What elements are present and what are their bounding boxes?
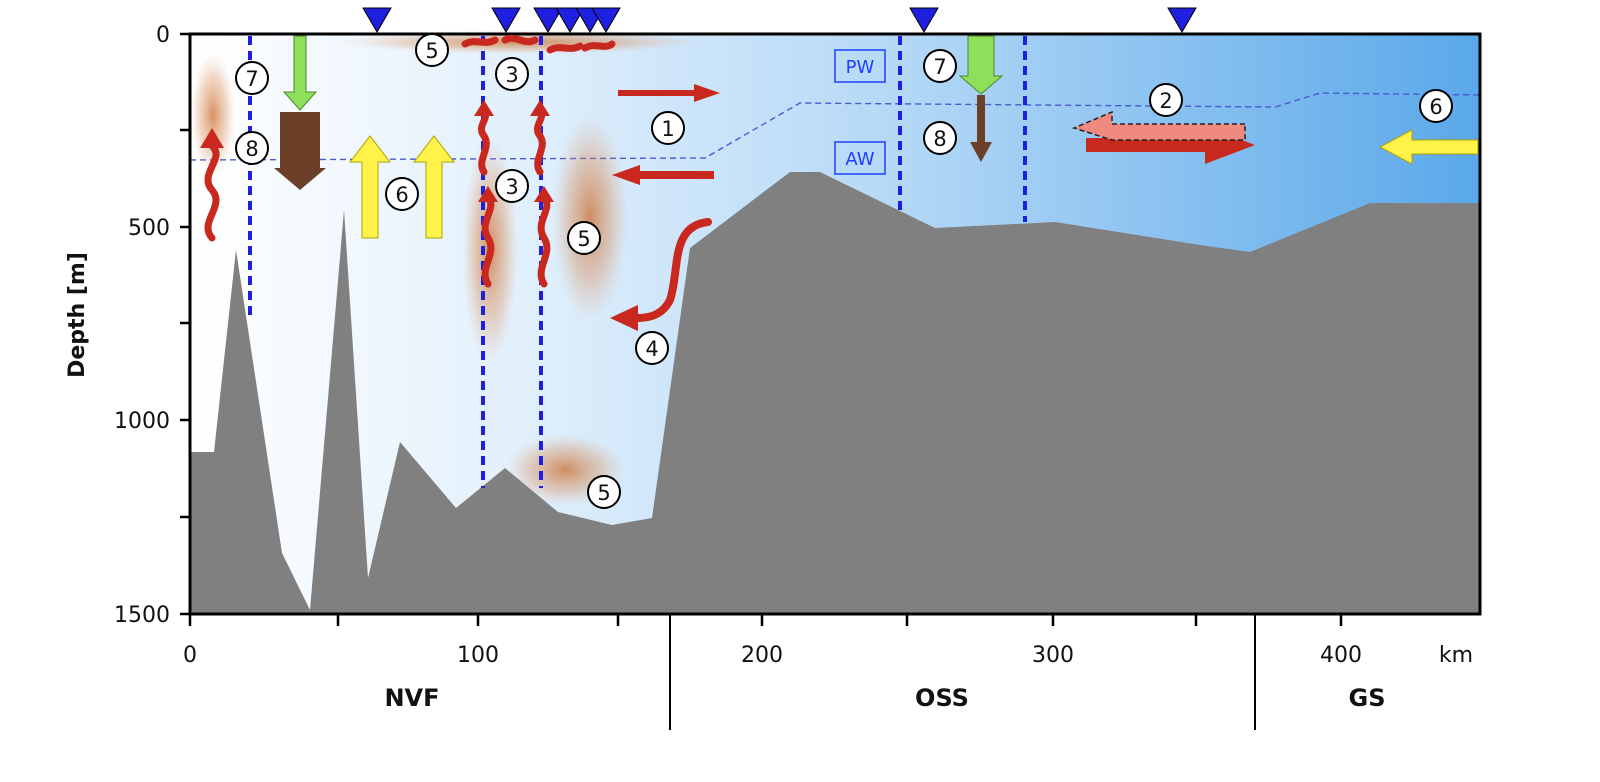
triangle-down-icon (909, 7, 939, 33)
x-axis-ticks (188, 614, 1343, 626)
brown-arrows (274, 95, 992, 190)
y-axis-title: Depth [m] (65, 252, 90, 378)
wavy-arrow-heads (200, 100, 554, 202)
x-axis-unit: km (1439, 643, 1473, 668)
region-label-gs: GS (1349, 684, 1386, 712)
pw-aw-interface (189, 92, 1481, 161)
marker-label: 6 (1429, 95, 1442, 119)
station-markers (362, 7, 1197, 33)
y-tick-label: 0 (156, 23, 170, 48)
triangle-down-icon (1167, 7, 1197, 33)
marker-label: 5 (577, 227, 590, 251)
triangle-down-icon (362, 7, 392, 33)
marker-label: 2 (1159, 89, 1172, 113)
wavy-arrows (204, 34, 616, 288)
arrow-left-icon (1378, 129, 1479, 165)
x-tick-label: 100 (457, 643, 499, 668)
arrow-down-icon (958, 35, 1004, 95)
marker-label: 6 (395, 183, 408, 207)
arrow-right-icon (618, 84, 720, 102)
green-arrows (282, 35, 1004, 111)
arrow-head-icon (610, 305, 638, 331)
marker-label: 1 (661, 117, 674, 141)
y-tick-label: 1000 (114, 409, 170, 434)
triangle-down-icon (533, 7, 563, 33)
x-tick-label: 0 (183, 643, 197, 668)
arrow-left-icon (1071, 110, 1246, 141)
pw-label: PW (846, 57, 875, 78)
marker-label: 8 (245, 137, 258, 161)
y-tick-label: 1500 (114, 603, 170, 628)
marker-label: 7 (245, 67, 258, 91)
curved-arrow-icon (628, 218, 712, 323)
aw-label-box (834, 141, 886, 175)
yellow-arrows (348, 129, 1479, 239)
region-dividers (669, 614, 1256, 730)
arrow-down-icon (274, 112, 326, 190)
y-tick-label: 500 (128, 216, 170, 241)
aw-label: AW (845, 149, 874, 170)
pw-label-box (834, 49, 886, 83)
triangle-down-icon (591, 7, 621, 33)
bathymetry (190, 172, 1480, 614)
region-label-oss: OSS (915, 684, 969, 712)
arrow-down-icon (282, 35, 318, 111)
marker-label: 3 (505, 63, 518, 87)
x-tick-label: 400 (1320, 643, 1362, 668)
arrow-up-icon (348, 135, 392, 239)
marker-label: 7 (933, 55, 946, 79)
arrow-down-icon (970, 95, 992, 162)
marker-label: 5 (597, 481, 610, 505)
triangle-down-icon (555, 7, 585, 33)
arrow-up-icon (412, 135, 456, 239)
marker-label: 4 (645, 337, 658, 361)
marker-label: 5 (425, 39, 438, 63)
x-tick-label: 300 (1032, 643, 1074, 668)
x-tick-label: 200 (741, 643, 783, 668)
triangle-down-icon (491, 7, 521, 33)
marker-circles (235, 33, 1453, 509)
y-axis-ticks (180, 32, 190, 616)
marker-label: 3 (505, 175, 518, 199)
arrow-left-icon (612, 165, 714, 185)
marker-label: 8 (933, 127, 946, 151)
region-label-nvf: NVF (384, 684, 439, 712)
